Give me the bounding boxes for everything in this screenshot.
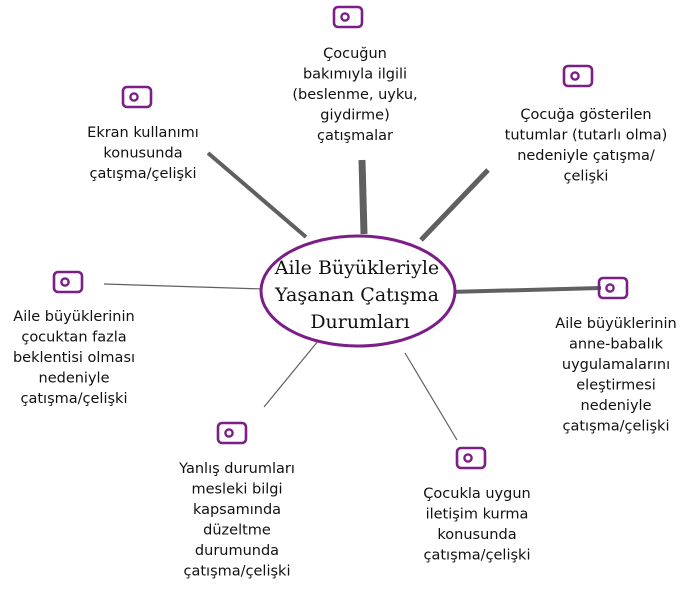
branch-label-line: nedeniyle çatışma/ <box>517 148 655 164</box>
branch-label-line: konusunda <box>103 146 182 162</box>
branch-label-line: eleştirmesi <box>576 378 655 394</box>
branch-label-line: tutumlar (tutarlı olma) <box>505 128 668 144</box>
center-title: Aile Büyükleriyle Yaşanan Çatışma Duruml… <box>274 257 445 333</box>
branch-label-line: Yanlış durumları <box>178 461 295 477</box>
connector-line <box>358 159 368 235</box>
branch-node: Ekran kullanımı konusunda çatışma/çelişki <box>87 85 199 182</box>
branch-label-line: çatışma/çelişki <box>184 564 291 580</box>
branch-label-line: çatışma/çelişki <box>563 419 670 435</box>
connector-line <box>263 334 324 408</box>
branch-label: Ekran kullanımı konusunda çatışma/çelişki <box>87 125 199 182</box>
branch-label: Yanlış durumları mesleki bilgi kapsamında d… <box>178 461 295 580</box>
branch-label-line: çatışma/çelişki <box>90 166 197 182</box>
branch-label-line: Çocukla uygun <box>423 486 530 502</box>
branch-node: Çocuğa gösterilen tutumlar (tutarlı olma)… <box>505 64 668 185</box>
branch-label-line: beklentisi olması <box>13 350 135 366</box>
tag-icon <box>597 276 629 300</box>
branch-label-line: çatışma/çelişki <box>21 391 128 407</box>
connector-line <box>103 283 265 290</box>
branch-label: Aile büyüklerinin çocuktan fazla beklentis… <box>13 309 135 407</box>
tag-icon <box>121 85 153 109</box>
connectors <box>103 151 602 441</box>
tag-icon <box>216 421 248 445</box>
branch-label-line: giydirme) <box>320 108 389 124</box>
center-ellipse <box>259 234 457 348</box>
branch-label-line: bakımıyla ilgili <box>303 67 407 83</box>
branch-label-line: Aile büyüklerinin <box>13 309 134 325</box>
branch-label-line: uygulamalarını <box>562 357 670 373</box>
branch-label-line: Çocuğun <box>323 46 387 62</box>
branch-label-line: Ekran kullanımı <box>87 125 199 141</box>
center-node: Aile Büyükleriyle Yaşanan Çatışma Duruml… <box>259 234 457 348</box>
center-title-line: Durumları <box>310 311 409 333</box>
branch-label-line: anne-babalık <box>569 337 664 353</box>
tag-icon <box>562 64 594 88</box>
center-title-line: Aile Büyükleriyle <box>274 257 439 279</box>
connector-line <box>206 151 308 239</box>
branch-label-line: çocuktan fazla <box>21 330 126 346</box>
tag-icon <box>455 446 487 470</box>
branch-label-line: çatışma/çelişki <box>424 548 531 564</box>
branch-node: Aile büyüklerinin çocuktan fazla beklentis… <box>13 270 135 407</box>
branch-label-line: durumunda <box>195 543 279 559</box>
branch-label: Çocuğun bakımıyla ilgili (beslenme, uyku, g… <box>292 46 417 144</box>
branch-label-line: kapsamında <box>193 502 281 518</box>
branch-node: Çocukla uygun iletişim kurma konusunda çatı… <box>423 446 531 564</box>
branch-label-line: mesleki bilgi <box>191 482 282 498</box>
branch-label-line: konusunda <box>437 527 516 543</box>
branch-label-line: iletişim kurma <box>426 507 529 523</box>
branch-node: Çocuğun bakımıyla ilgili (beslenme, uyku, g… <box>292 5 418 144</box>
branch-label-line: Aile büyüklerinin <box>555 316 676 332</box>
branch-label: Çocukla uygun iletişim kurma konusunda çatı… <box>423 486 530 564</box>
branch-label-line: nedeniyle <box>581 398 652 414</box>
tag-icon <box>52 270 84 294</box>
branch-label-line: çelişki <box>564 169 609 185</box>
connector-line <box>448 286 602 294</box>
center-title-line: Yaşanan Çatışma <box>274 284 439 306</box>
tag-icon <box>332 5 364 29</box>
branch-nodes: Çocuğun bakımıyla ilgili (beslenme, uyku, g… <box>13 5 677 580</box>
branch-node: Yanlış durumları mesleki bilgi kapsamında d… <box>178 421 295 580</box>
connector-line <box>404 352 458 441</box>
branch-label-line: çatışmalar <box>317 128 393 144</box>
branch-label-line: (beslenme, uyku, <box>292 87 417 103</box>
branch-label: Çocuğa gösterilen tutumlar (tutarlı olma)… <box>505 107 668 185</box>
branch-label: Aile büyüklerinin anne-babalık uygulamalar… <box>555 316 676 435</box>
connector-line <box>419 168 490 242</box>
branch-label-line: Çocuğa gösterilen <box>520 107 651 123</box>
branch-node: Aile büyüklerinin anne-babalık uygulamalar… <box>555 276 677 435</box>
branch-label-line: düzeltme <box>203 523 271 539</box>
branch-label-line: nedeniyle <box>39 371 110 387</box>
